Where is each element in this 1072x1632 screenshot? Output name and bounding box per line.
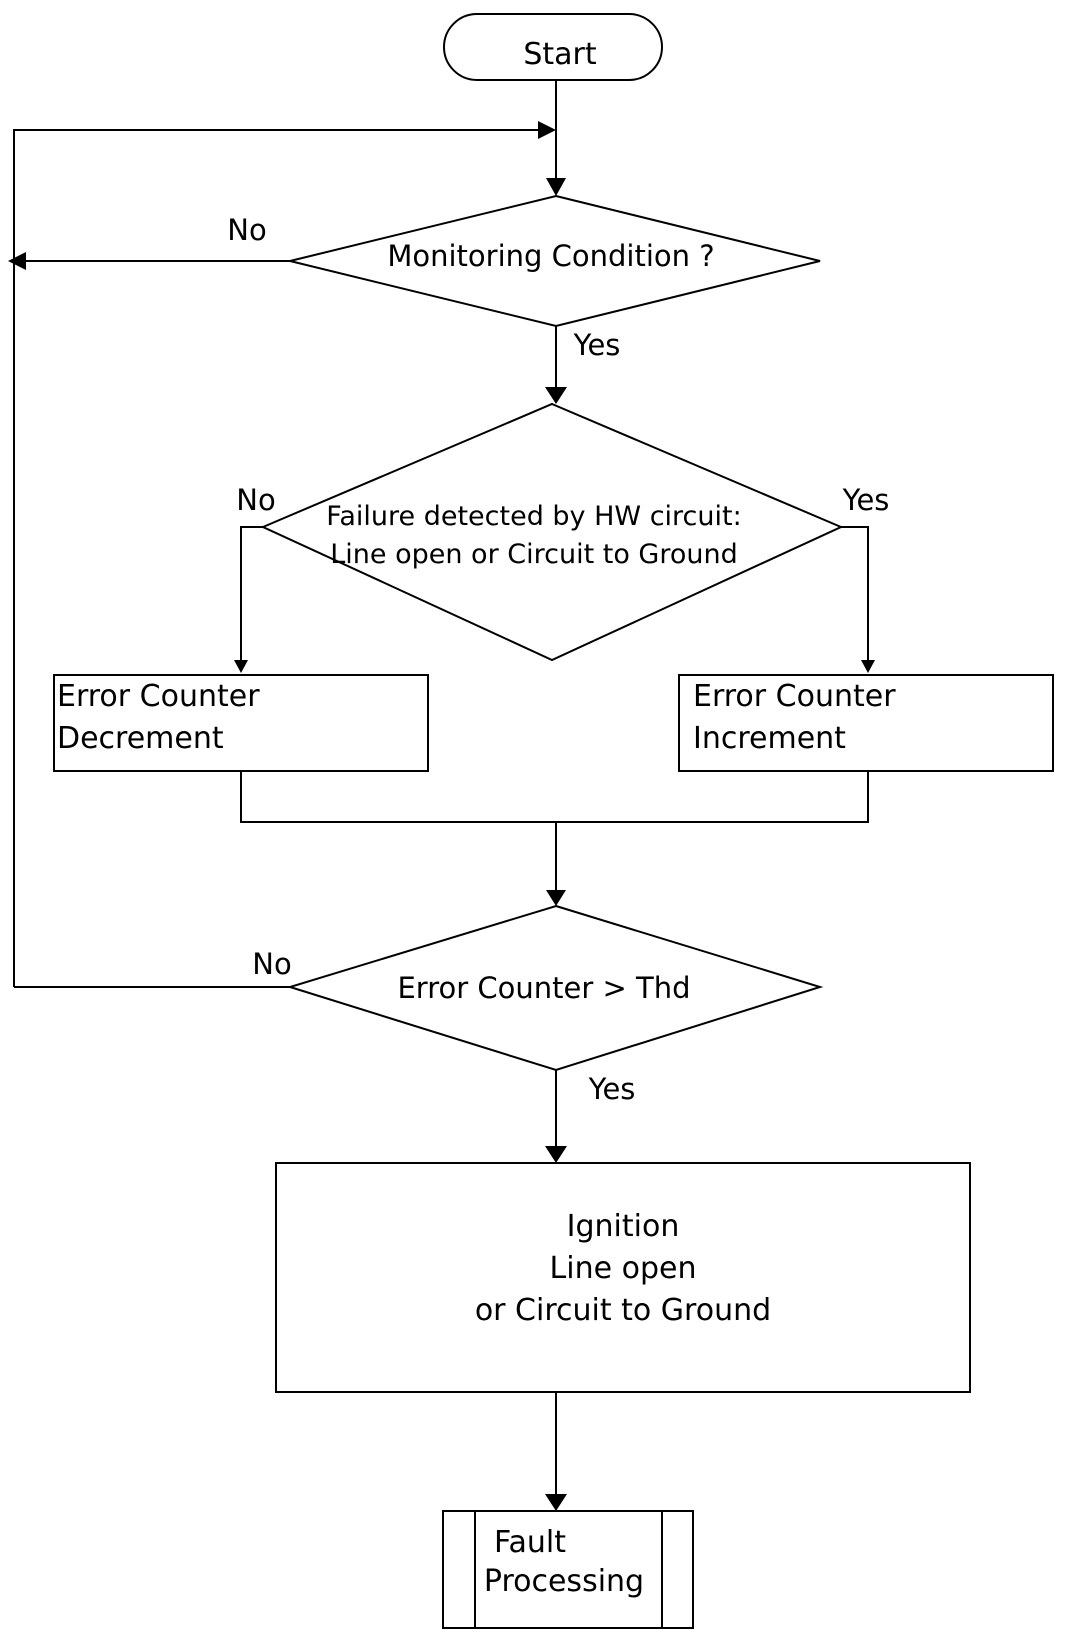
failure-no-label: No: [236, 483, 275, 517]
arrowhead-into-decrement: [234, 660, 248, 673]
ignition-fault-box: Ignition Line open or Circuit to Ground: [275, 1162, 971, 1393]
ignition-line2: Line open: [550, 1251, 697, 1286]
connector-failure-no: [240, 526, 266, 662]
threshold-no-label: No: [252, 947, 291, 981]
ignition-line1: Ignition: [567, 1209, 680, 1244]
connector-counters-merge: [240, 770, 869, 823]
arrowhead-loop-merge: [538, 121, 556, 139]
decrement-line2: Decrement: [57, 721, 224, 756]
arrowhead-into-ignition: [545, 1146, 567, 1163]
monitoring-yes-label: Yes: [573, 328, 621, 362]
error-counter-decrement-box: Error Counter Decrement: [53, 674, 429, 772]
fault-processing-subprocess: Fault Processing: [442, 1510, 694, 1629]
arrowhead-into-threshold: [546, 890, 566, 906]
ignition-line3: or Circuit to Ground: [475, 1293, 771, 1328]
arrowhead-into-monitoring: [546, 178, 566, 196]
connector-failure-yes: [841, 526, 869, 662]
start-label: Start: [523, 37, 597, 72]
failure-detected-line1: Failure detected by HW circuit:: [326, 501, 741, 532]
connector-loop-back-line: [13, 129, 540, 987]
error-counter-increment-box: Error Counter Increment: [678, 674, 1054, 772]
threshold-check-decision: Error Counter > Thd: [286, 904, 824, 1072]
threshold-check-label: Error Counter > Thd: [397, 971, 690, 1005]
increment-line2: Increment: [693, 721, 846, 756]
monitoring-no-label: No: [227, 213, 266, 247]
increment-line1: Error Counter: [693, 679, 896, 714]
fault-processing-line1: Fault: [494, 1525, 566, 1560]
arrowhead-into-failure: [545, 387, 567, 404]
failure-detected-decision: Failure detected by HW circuit: Line ope…: [260, 402, 844, 662]
failure-yes-label: Yes: [842, 483, 890, 517]
arrowhead-into-increment: [861, 660, 875, 673]
monitoring-condition-decision: Monitoring Condition ?: [289, 194, 821, 328]
threshold-yes-label: Yes: [588, 1072, 636, 1106]
decrement-line1: Error Counter: [57, 679, 260, 714]
monitoring-condition-label: Monitoring Condition ?: [387, 239, 714, 273]
start-node: Start: [443, 13, 663, 81]
failure-detected-line2: Line open or Circuit to Ground: [330, 539, 738, 570]
arrowhead-into-fault-processing: [545, 1494, 567, 1511]
arrowhead-monitoring-no: [8, 252, 26, 270]
fault-processing-line2: Processing: [484, 1564, 644, 1599]
